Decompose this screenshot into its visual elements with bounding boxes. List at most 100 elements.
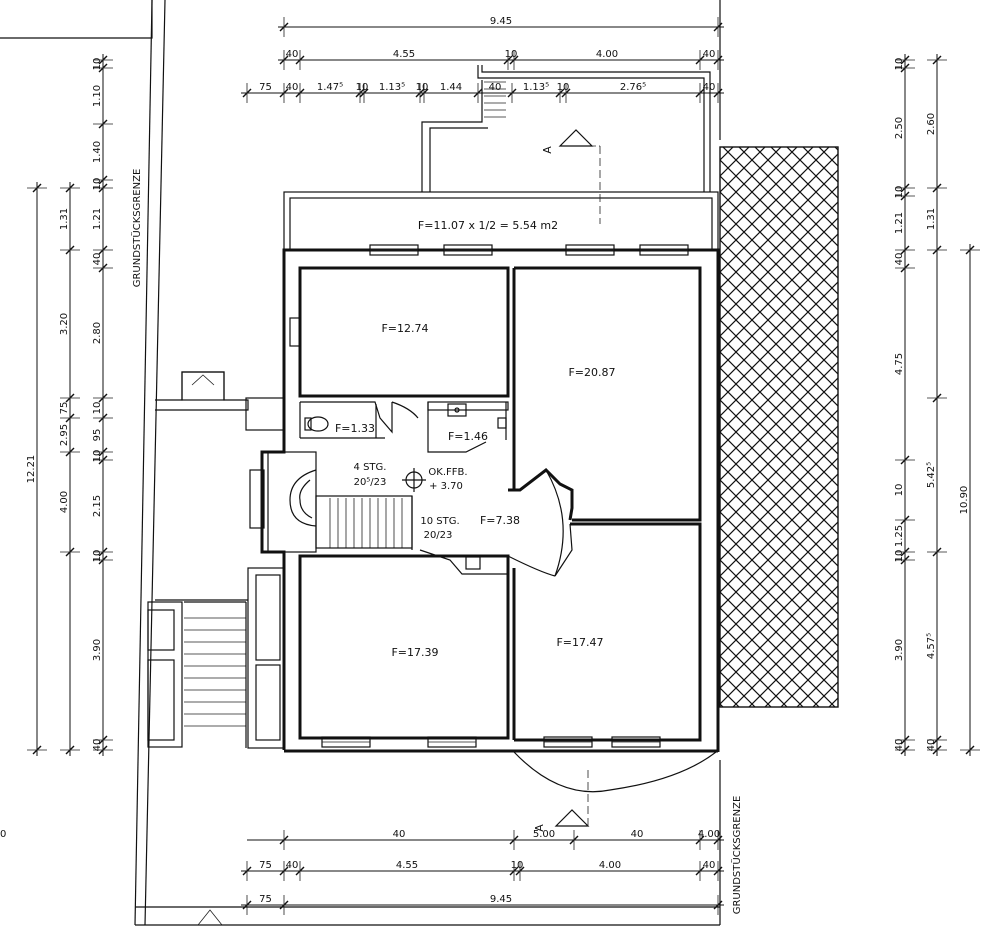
- dimension-label: 40: [92, 739, 103, 752]
- dimension-label: 3.90: [92, 639, 103, 661]
- level-marker: [402, 468, 426, 492]
- dimension-label: 4.00: [596, 49, 618, 60]
- dimension-label: 10: [894, 550, 905, 563]
- dimension-label: 40: [926, 739, 937, 752]
- dimension-label: 4.00: [59, 491, 70, 513]
- left-annex: [147, 371, 285, 749]
- dimension-label: 10: [92, 178, 103, 191]
- dimension-label: 40: [393, 829, 406, 840]
- dimension-label: 10: [505, 49, 518, 60]
- dimension-label: 3.20: [59, 313, 70, 335]
- dimension-label: 1.21: [894, 212, 905, 234]
- dimension-label: 4.57⁵: [926, 633, 937, 659]
- room-area-label: F=7.38: [480, 514, 520, 527]
- dimension-label: 4.00: [698, 829, 720, 840]
- dimension-label: 4.00: [599, 860, 621, 871]
- window: [639, 244, 689, 256]
- dimension-label: 10: [894, 58, 905, 71]
- dimension-label: 10: [92, 58, 103, 71]
- dimension-label: 3.90: [894, 639, 905, 661]
- room-outlines: [267, 266, 702, 742]
- dimension-label: 75: [59, 402, 70, 415]
- dimension-label: 40: [894, 253, 905, 266]
- dimension-label: 1.21: [92, 208, 103, 230]
- dimension-label: 10: [92, 450, 103, 463]
- dimension-label: 10: [416, 82, 429, 93]
- dimension-label: 10: [92, 550, 103, 563]
- stair-upper-count: 4 STG.: [354, 462, 387, 473]
- dimension-chain: 9.45: [278, 16, 724, 37]
- section-marker-top: A: [541, 129, 601, 224]
- dimension-label: 75: [259, 894, 272, 905]
- boundary-label-left: GRUNDSTÜCKSGRENZE: [130, 169, 143, 288]
- room-area-label: F=1.33: [335, 422, 375, 435]
- dimension-label: 2.15: [92, 495, 103, 517]
- dimension-label: 40: [703, 49, 716, 60]
- stair-upper-ratio: 20⁵/23: [354, 477, 387, 488]
- dimension-label: 75: [259, 82, 272, 93]
- dimension-label: 5.42⁵: [926, 462, 937, 488]
- dimension-label: 1.13⁵: [379, 82, 405, 93]
- dimension-label: 1.44: [440, 82, 462, 93]
- dimension-label: 1.40: [92, 141, 103, 163]
- dimension-label: 75: [259, 860, 272, 871]
- dimension-label: 2.80: [92, 322, 103, 344]
- dimension-label: 1.31: [59, 208, 70, 230]
- main-stair-treads: [329, 498, 403, 548]
- window: [443, 244, 493, 256]
- window: [369, 244, 419, 256]
- room-area-label: F=12.74: [381, 322, 428, 335]
- dimension-label: 5.00: [533, 829, 555, 840]
- dimension-label: 2.76⁵: [620, 82, 646, 93]
- window: [543, 736, 593, 748]
- room-area-label: F=1.46: [448, 430, 488, 443]
- svg-text:A: A: [541, 146, 554, 154]
- dimension-label: 10: [894, 484, 905, 497]
- dimension-label: 10.90: [959, 486, 970, 515]
- neighbour-building: [719, 146, 839, 708]
- dimension-chain: 10.90: [959, 244, 980, 756]
- dimension-label: 40: [489, 82, 502, 93]
- stair-lower-ratio: 20/23: [424, 530, 453, 541]
- dimension-chain: 10 2.50 10 1.21 40 4.75 10 1.25 10 3.90 40: [894, 54, 915, 756]
- dimension-label: 40: [286, 860, 299, 871]
- dimension-label: 40: [703, 860, 716, 871]
- dimension-label: 40: [894, 739, 905, 752]
- building-walls: [245, 248, 720, 753]
- dimension-label: 2.50: [894, 117, 905, 139]
- dimension-label: 9.45: [490, 16, 512, 27]
- room-area-label: F=17.39: [391, 646, 438, 659]
- dimension-chain: 12.21: [26, 182, 47, 756]
- dimension-label: 1.10: [92, 85, 103, 107]
- section-marker-bottom: A: [533, 768, 590, 832]
- dimension-label: 2.95: [59, 424, 70, 446]
- dimension-label: 1.31: [926, 208, 937, 230]
- dimension-label: 4.75: [894, 353, 905, 375]
- windows: [321, 244, 689, 748]
- level-label: OK.FFB.: [428, 467, 467, 478]
- balcony-area-label: F=11.07 x 1/2 = 5.54 m2: [418, 219, 558, 232]
- balcony-stair: [484, 81, 506, 118]
- dimension-label: 40: [0, 829, 6, 840]
- dimension-label: 10: [511, 860, 524, 871]
- room-area-label: F=17.47: [556, 636, 603, 649]
- dimension-label: 10: [894, 186, 905, 199]
- stair-lower-count: 10 STG.: [420, 516, 459, 527]
- dimension-label: 10: [92, 402, 103, 415]
- window: [565, 244, 615, 256]
- svg-text:A: A: [533, 824, 546, 832]
- dimension-label: 1.47⁵: [317, 82, 343, 93]
- dimension-label: 1.25: [894, 525, 905, 547]
- boundary-label-right: GRUNDSTÜCKSGRENZE: [730, 796, 743, 915]
- window: [427, 736, 477, 748]
- dimension-label: 10: [557, 82, 570, 93]
- dimension-label: 9.45: [490, 894, 512, 905]
- level-value: + 3.70: [429, 481, 463, 492]
